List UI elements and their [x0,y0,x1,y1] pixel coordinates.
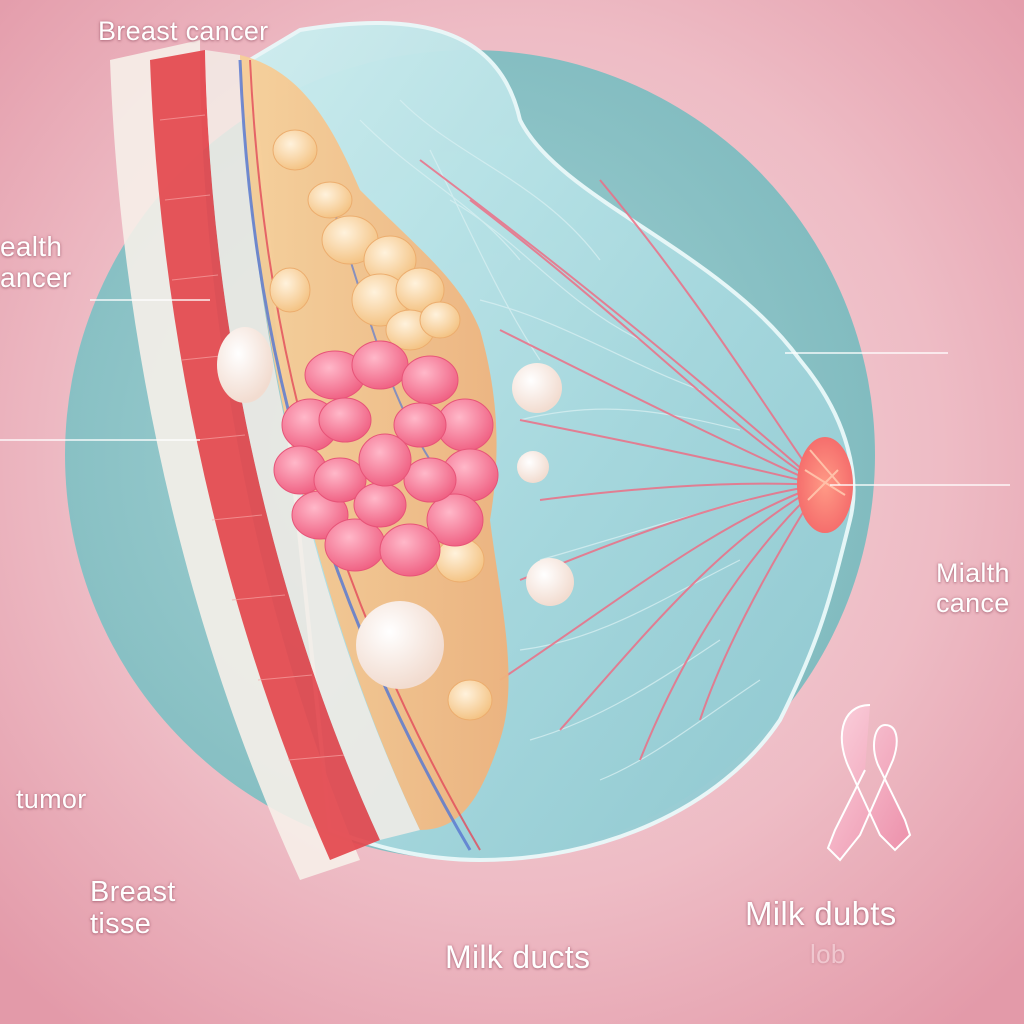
label-breast-cancer: Breast cancer [98,16,269,46]
label-breast-tissue: Breast tisse [90,876,176,941]
label-line: cance [936,588,1010,619]
connective-tissue-band [205,50,420,840]
label-health-cancer-left: ealth ancer [0,231,72,294]
label-milk-ducts-right: Milk dubts [745,895,897,932]
label-line: ancer [0,262,72,294]
label-faint-lob: lob [810,939,846,969]
label-line: Breast [90,876,176,908]
fat-lobules [269,129,493,721]
muscle-fibers [159,114,346,761]
label-line: Mialth [936,558,1010,588]
awareness-ribbon-icon [826,704,912,862]
label-milk-ducts: Milk ducts [445,939,591,975]
tumor [273,340,499,577]
label-line: tisse [90,908,152,941]
nipple [797,437,853,533]
label-health-cancer-right: Mialth cance [936,558,1010,618]
label-line: ealth [0,231,63,262]
label-tumor: tumor [16,784,87,814]
pectoral-muscle [150,50,380,860]
leader-lines [0,299,1010,486]
cysts [217,327,574,689]
